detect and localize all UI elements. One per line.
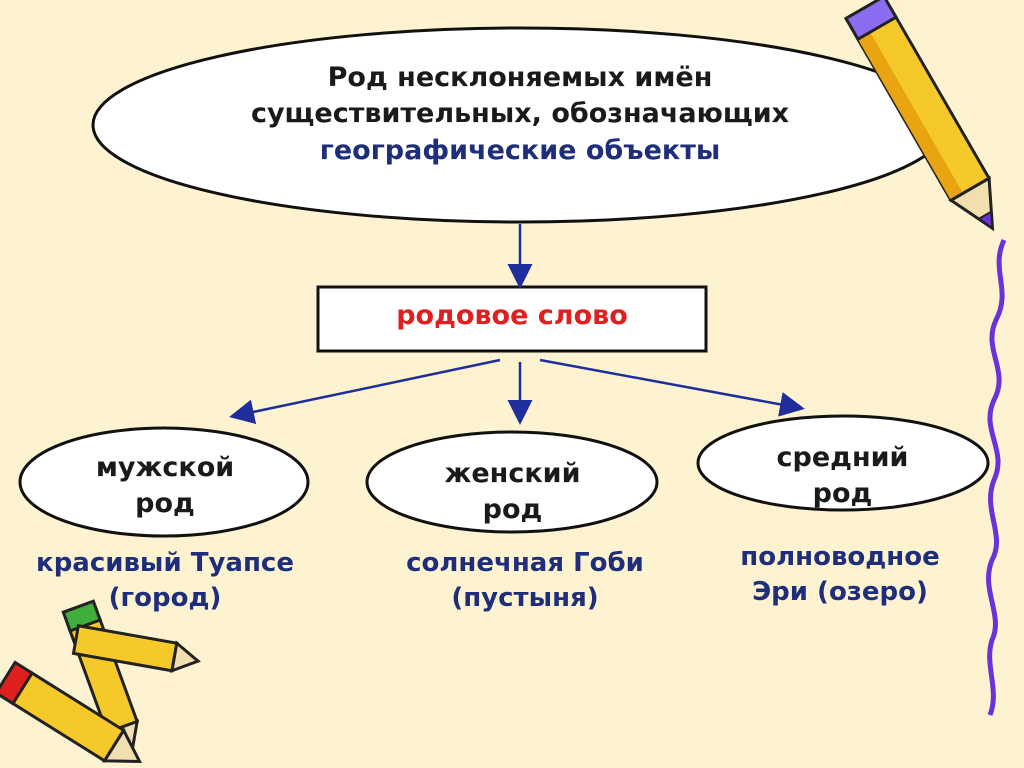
masculine-example: красивый Туапсе (город) [10, 546, 320, 616]
top-node-line-1: Род несклоняемых имён [327, 62, 713, 93]
feminine-example-line-2: (пустыня) [451, 583, 599, 614]
neuter-label-line-2: род [812, 478, 873, 510]
masculine-example-line-1: красивый Туапсе [36, 548, 294, 578]
masculine-label-line-2: род [135, 488, 195, 520]
squiggle-line-right [986, 238, 1007, 716]
pencils-icon-bottom-left [0, 599, 201, 763]
arrow-to-neuter [539, 358, 805, 417]
neuter-ellipse [696, 414, 990, 512]
pencil-icon-top-right [843, 0, 995, 232]
neuter-node-text: средний род [700, 440, 985, 513]
masculine-label-line-1: мужской [95, 452, 235, 483]
arrow-to-masculine [229, 358, 501, 425]
top-node-line-3: географические объекты [319, 134, 721, 166]
top-node-text: Род несклоняемых имён существительных, о… [170, 60, 870, 169]
neuter-example: полноводное Эри (озеро) [715, 540, 965, 610]
masculine-node-text: мужской род [30, 450, 300, 523]
feminine-node-text: женский род [370, 456, 655, 529]
masculine-example-line-2: (город) [108, 583, 222, 614]
neuter-example-line-2: Эри (озеро) [752, 577, 928, 608]
neuter-example-line-1: полноводное [740, 542, 940, 572]
feminine-label-line-1: женский [444, 458, 581, 489]
neuter-label-line-1: средний [776, 442, 909, 473]
feminine-example: солнечная Гоби (пустыня) [380, 546, 670, 616]
feminine-example-line-1: солнечная Гоби [406, 548, 644, 578]
feminine-label-line-2: род [482, 494, 543, 526]
middle-rectangle [316, 285, 708, 353]
middle-node-label: родовое слово [396, 300, 628, 331]
top-node-line-2: существительных, обозначающих [250, 98, 790, 130]
feminine-ellipse [365, 430, 659, 534]
masculine-ellipse [18, 426, 310, 538]
